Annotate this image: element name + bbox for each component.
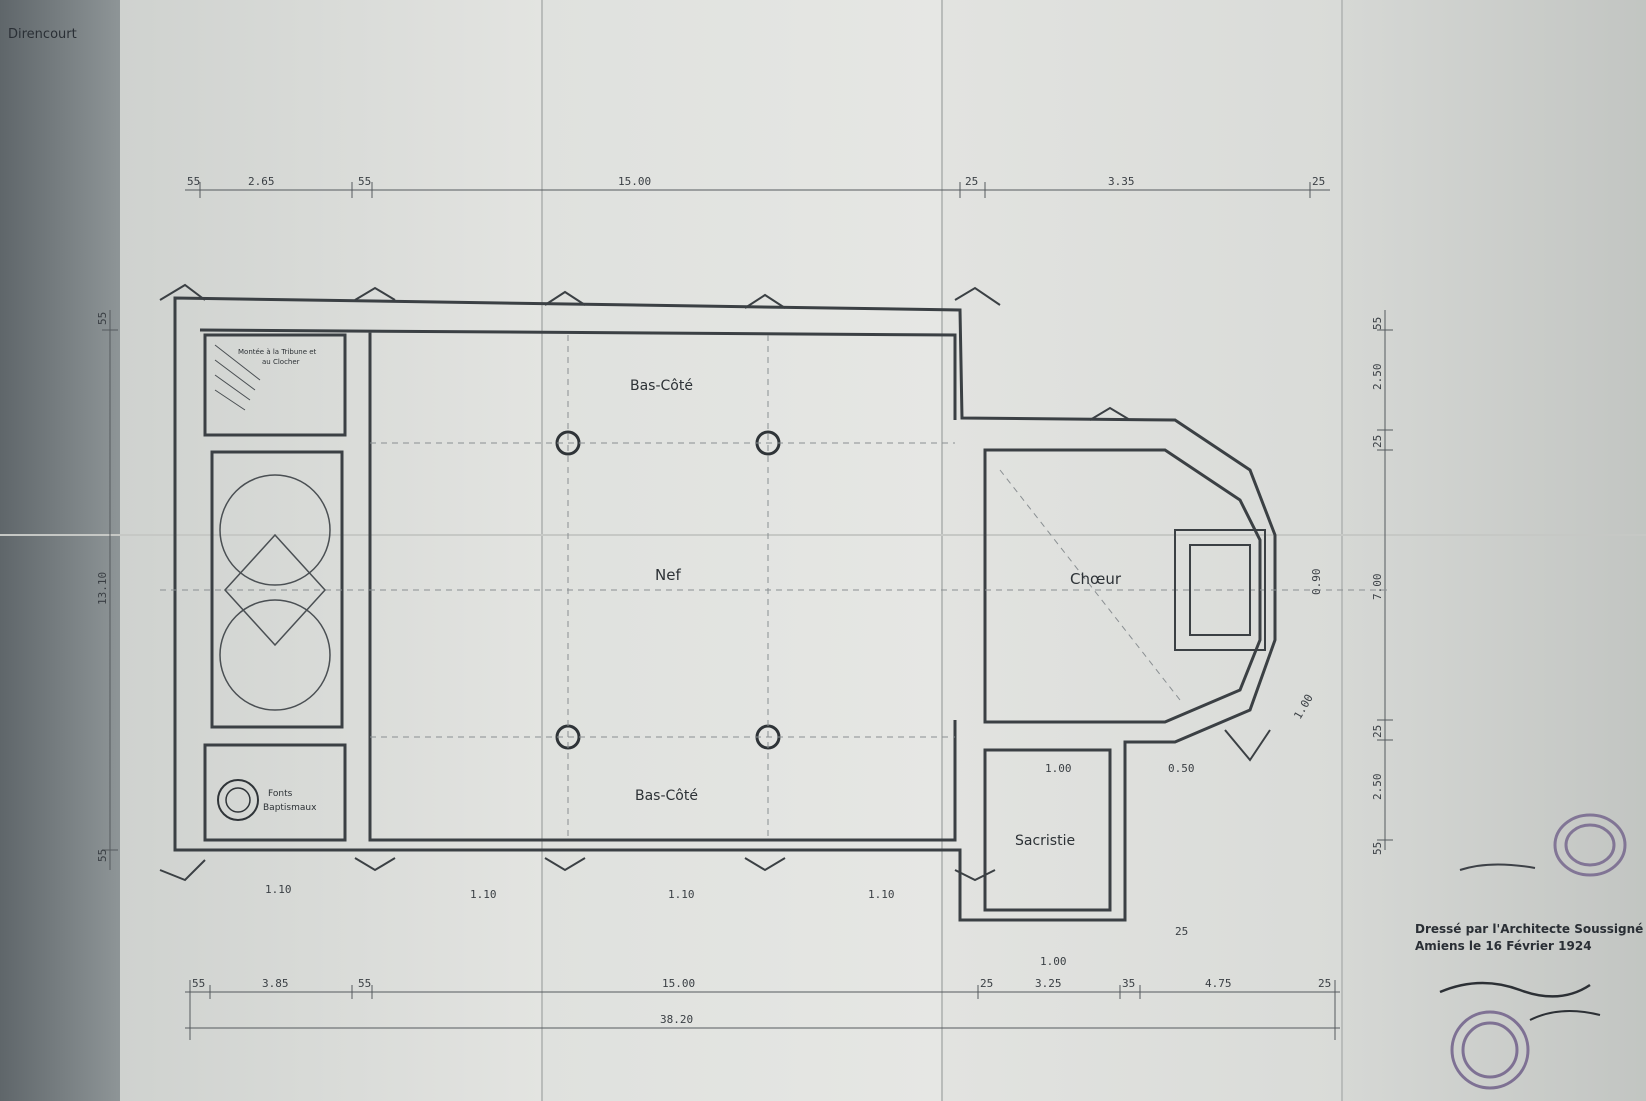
- font-basin: [217, 779, 259, 821]
- label-baptismaux: Baptismaux: [263, 803, 317, 813]
- dim-small-4: 1.10: [868, 888, 895, 901]
- dim-small-10: 1.00: [1291, 692, 1316, 721]
- paper-panel-1: [120, 0, 542, 1101]
- dim-bottom-7: 35: [1122, 977, 1135, 990]
- dim-total: 38.20: [660, 1013, 693, 1026]
- signature-mark-1: [1459, 863, 1536, 871]
- dim-top-1: 55: [187, 175, 200, 188]
- dim-left-2: 13.10: [96, 572, 109, 605]
- dim-bottom-8: 4.75: [1205, 977, 1232, 990]
- right-dimension-line: [1377, 310, 1393, 850]
- small-dimensions: 1.10 1.10 1.10 1.10 1.00 1.00 0.50 0.90 …: [265, 569, 1323, 969]
- dim-right-4: 7.00: [1371, 574, 1384, 601]
- stair: [214, 344, 261, 411]
- signature-note-line1: Dressé par l'Architecte Soussigné DRU: [1415, 922, 1646, 936]
- dim-small-5: 1.00: [1045, 762, 1072, 775]
- dim-bottom-3: 55: [358, 977, 371, 990]
- label-sacristie: Sacristie: [1015, 833, 1075, 849]
- dim-small-8: 0.90: [1310, 569, 1323, 596]
- label-montee: Montée à la Tribune et: [238, 348, 317, 356]
- label-bas-cote-south: Bas-Côté: [635, 788, 698, 804]
- dim-top-6: 3.35: [1108, 175, 1135, 188]
- dim-bottom-2: 3.85: [262, 977, 289, 990]
- dim-bottom-5: 25: [980, 977, 993, 990]
- dim-top-5: 25: [965, 175, 978, 188]
- left-dimension-line: [102, 310, 118, 870]
- tribune-pattern: [219, 474, 331, 711]
- dim-right-6: 2.50: [1371, 774, 1384, 801]
- dim-left-3: 55: [96, 849, 109, 862]
- dim-bottom-6: 3.25: [1035, 977, 1062, 990]
- dim-left-1: 55: [96, 312, 109, 325]
- dim-small-3: 1.10: [668, 888, 695, 901]
- top-dimension-values: 55 2.65 55 15.00 25 3.35 25: [187, 175, 1325, 188]
- label-bas-cote-north: Bas-Côté: [630, 378, 693, 394]
- top-dimension-line: [185, 182, 1330, 198]
- stamp-violet-top: [1553, 813, 1627, 877]
- dim-small-9: 25: [1175, 925, 1188, 938]
- dim-small-1: 1.10: [265, 883, 292, 896]
- dim-top-4: 15.00: [618, 175, 651, 188]
- signature-mark-2: [1439, 981, 1591, 998]
- corner-label: Direncourt: [8, 27, 77, 42]
- label-choeur: Chœur: [1070, 570, 1122, 588]
- signature-mark-3: [1529, 1010, 1601, 1021]
- signature-note-line2: Amiens le 16 Février 1924: [1415, 939, 1592, 953]
- dim-bottom-1: 55: [192, 977, 205, 990]
- dim-small-6: 1.00: [1040, 955, 1067, 968]
- dim-right-1: 55: [1371, 317, 1384, 330]
- altar: [1174, 529, 1266, 651]
- construction-lines: [160, 335, 1390, 840]
- bottom-dimension-lines: [185, 980, 1340, 1040]
- paper-panel-left: [0, 0, 120, 1101]
- dim-right-3: 25: [1371, 435, 1384, 448]
- dim-top-3: 55: [358, 175, 371, 188]
- font-basin-inner: [225, 787, 251, 813]
- dim-top-7: 25: [1312, 175, 1325, 188]
- paper-panel-4: [1342, 0, 1646, 1101]
- label-au-clocher: au Clocher: [262, 358, 300, 366]
- bottom-dimension-values: 55 3.85 55 15.00 25 3.25 35 4.75 25 38.2…: [192, 977, 1331, 1026]
- stamp-violet-bottom: [1450, 1010, 1530, 1090]
- dim-right-5: 25: [1371, 725, 1384, 738]
- label-fonts: Fonts: [268, 789, 293, 799]
- dim-top-2: 2.65: [248, 175, 275, 188]
- paper-panel-2: [542, 0, 942, 1101]
- dim-bottom-4: 15.00: [662, 977, 695, 990]
- label-nef: Nef: [655, 566, 681, 584]
- dim-small-2: 1.10: [470, 888, 497, 901]
- dim-small-7: 0.50: [1168, 762, 1195, 775]
- church-walls: [173, 296, 1277, 922]
- dim-right-2: 2.50: [1371, 364, 1384, 391]
- dim-bottom-9: 25: [1318, 977, 1331, 990]
- buttresses: [159, 283, 1271, 882]
- dim-right-7: 55: [1371, 842, 1384, 855]
